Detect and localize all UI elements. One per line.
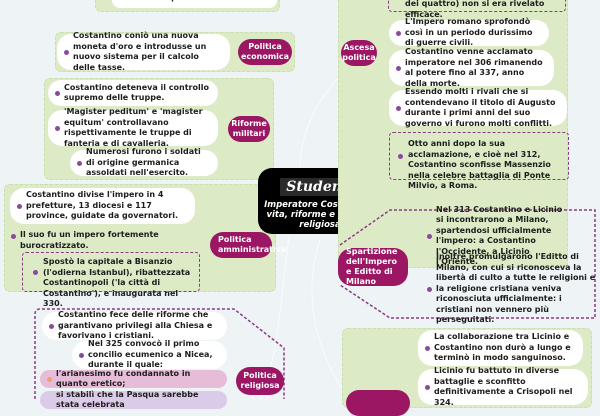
bullet-icon xyxy=(17,204,22,209)
bullet-icon xyxy=(11,234,16,239)
bullet-icon xyxy=(47,398,52,403)
bullet-icon xyxy=(55,91,60,96)
militari-item-3: Numerosi furono i soldati di origine ger… xyxy=(70,147,218,178)
licinio-item-1: La collaborazione tra Licinio e Costanti… xyxy=(418,330,583,366)
topic-licinio-partial[interactable] xyxy=(346,390,410,416)
bullet-icon xyxy=(55,126,60,131)
licinio-item-text: Licinio fu battuto in diverse battaglie … xyxy=(434,366,573,407)
topic-ascesa-politica[interactable]: Ascesa politica xyxy=(341,40,377,66)
militari-item-text: Numerosi furono i soldati di origine ger… xyxy=(86,147,201,178)
bullet-icon xyxy=(425,385,430,390)
amministrativa-item-2: Il suo fu un impero fortemente burocrati… xyxy=(4,230,199,250)
bullet-icon xyxy=(427,287,432,292)
ascesa-item-2: Costantino venne acclamato imperatore ne… xyxy=(389,47,554,88)
religiosa-dashed-frame xyxy=(34,308,285,399)
bullet-icon xyxy=(396,106,401,111)
bullet-icon xyxy=(396,31,401,36)
ascesa-item-4: Otto anni dopo la sua acclamazione, e ci… xyxy=(389,132,569,190)
topic-label: Ascesa politica xyxy=(342,43,376,62)
milano-item-2: Inoltre promulgarono l'Editto di Milano,… xyxy=(420,252,598,324)
bullet-icon xyxy=(49,324,54,329)
militari-item-1: Costantino deteneva il controllo supremo… xyxy=(48,80,218,106)
bullet-icon xyxy=(77,161,82,166)
religiosa-item-1: Costantino fece delle riforme che garant… xyxy=(42,310,227,341)
religiosa-subitem-text: l'arianesimo fu condannato in quanto ere… xyxy=(56,368,191,389)
bullet-icon xyxy=(79,353,84,358)
religiosa-subitem-1: l'arianesimo fu condannato in quanto ere… xyxy=(40,368,227,389)
topic-label: Spartizione dell'Impero e Editto di Mila… xyxy=(346,247,398,286)
religiosa-item-2: Nel 325 convocò il primo concilio ecumen… xyxy=(72,339,227,370)
topic-politica-economica[interactable]: Politica economica xyxy=(238,39,292,65)
amministrativa-item-3: Spostò la capitale a Bisanzio (l'odierna… xyxy=(22,252,200,308)
partial-text: dei quattro) non si era rivelato efficac… xyxy=(405,0,545,19)
topic-label: Riforme militari xyxy=(231,119,267,138)
militari-item-text: Costantino deteneva il controllo supremo… xyxy=(64,82,209,103)
ascesa-item-3: Essendo molti i rivali che si contendeva… xyxy=(389,87,567,128)
licinio-item-2: Licinio fu battuto in diverse battaglie … xyxy=(418,366,588,407)
ascesa-item-text: Essendo molti i rivali che si contendeva… xyxy=(405,87,556,128)
amministrativa-item-text: Spostò la capitale a Bisanzio (l'odierna… xyxy=(43,257,191,308)
topic-label: Politica religiosa xyxy=(240,371,280,390)
central-title: Imperatore Costantino: vita, riforme e p… xyxy=(264,200,376,230)
ascesa-item-1: L'Impero romano sprofondò così in un per… xyxy=(389,17,549,48)
bullet-icon xyxy=(64,50,69,55)
milano-item-1: Nel 313 Costantino e Licinio si incontra… xyxy=(420,205,570,266)
religiosa-subitem-2: si stabilì che la Pasqua sarebbe stata c… xyxy=(40,389,227,410)
religiosa-item-text: Costantino fece delle riforme che garant… xyxy=(58,310,213,341)
bullet-icon xyxy=(47,377,52,382)
ascesa-top-partial: dei quattro) non si era rivelato efficac… xyxy=(388,0,566,19)
topic-spartizione-editto-milano[interactable]: Spartizione dell'Impero e Editto di Mila… xyxy=(338,247,408,286)
amministrativa-item-text: Il suo fu un impero fortemente burocrati… xyxy=(20,230,159,250)
topic-label: Politica amministrativa xyxy=(218,235,287,254)
milano-item-text: Nel 313 Costantino e Licinio si incontra… xyxy=(436,204,563,267)
ascesa-item-text: Otto anni dopo la sua acclamazione, e ci… xyxy=(408,139,551,190)
topic-politica-amministrativa[interactable]: Politica amministrativa xyxy=(210,232,286,258)
economica-item: Costantino coniò una nuova moneta d'oro … xyxy=(57,31,230,72)
milano-dashed-frame xyxy=(339,209,596,319)
bullet-icon xyxy=(33,270,38,275)
religiosa-item-text: Nel 325 convocò il primo concilio ecumen… xyxy=(88,339,213,370)
amministrativa-item-text: Costantino divise l'impero in 4 prefettu… xyxy=(26,190,178,221)
ascesa-item-text: Costantino venne acclamato imperatore ne… xyxy=(405,47,543,88)
ascesa-item-text: L'Impero romano sprofondò così in un per… xyxy=(405,17,533,48)
topic-riforme-militari[interactable]: Riforme militari xyxy=(228,116,270,142)
topic-label: Politica economica xyxy=(240,42,290,61)
bullet-icon xyxy=(398,154,403,159)
topic-politica-religiosa[interactable]: Politica religiosa xyxy=(236,367,284,395)
licinio-item-text: La collaborazione tra Licinio e Costanti… xyxy=(434,332,571,363)
militari-item-text: 'Magister peditum' e 'magister equitum' … xyxy=(64,107,203,148)
bullet-icon xyxy=(425,346,430,351)
left-top-partial-bubble: contro Sapore II di Persia. xyxy=(112,0,277,8)
amministrativa-item-1: Costantino divise l'impero in 4 prefettu… xyxy=(10,188,195,224)
milano-item-text: Inoltre promulgarono l'Editto di Milano,… xyxy=(436,252,596,325)
bullet-icon xyxy=(396,66,401,71)
economica-item-text: Costantino coniò una nuova moneta d'oro … xyxy=(73,31,207,72)
partial-text: contro Sapore II di Persia. xyxy=(128,0,246,3)
religiosa-subitem-text: si stabilì che la Pasqua sarebbe stata c… xyxy=(56,389,199,410)
bullet-icon xyxy=(427,234,432,239)
militari-item-2: 'Magister peditum' e 'magister equitum' … xyxy=(48,107,218,148)
